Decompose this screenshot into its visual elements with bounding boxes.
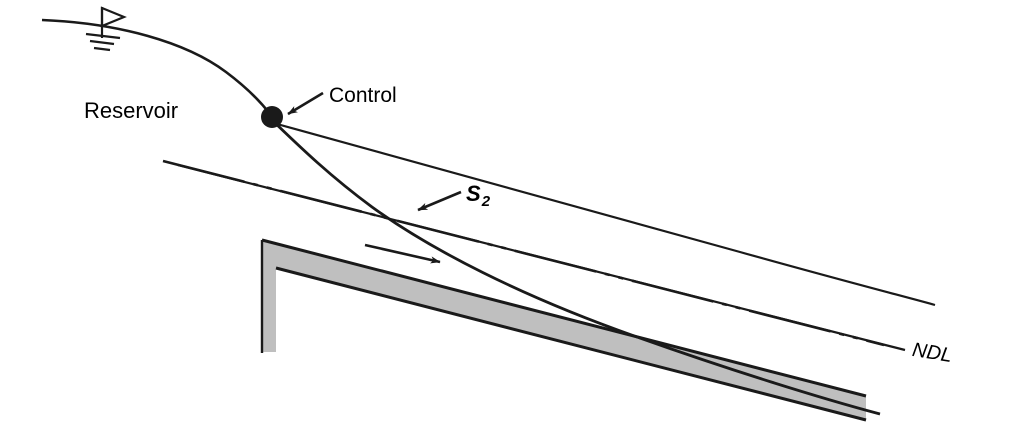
control-point-dot-icon: [261, 106, 283, 128]
channel-bed-fill: [262, 240, 866, 420]
energy-grade-line: [276, 122, 936, 307]
channel-bed-bottom-edge: [275, 266, 867, 422]
water-surface-bar-2: [89, 39, 115, 46]
s2-profile-label: S2: [466, 181, 490, 210]
flow-direction-arrow-icon: [364, 243, 441, 264]
water-surface-level-icon: [85, 6, 127, 52]
water-surface-bar-1: [85, 32, 121, 40]
channel-prism: [260, 238, 867, 422]
reservoir-water-surface-curve: [41, 18, 272, 115]
control-leader-arrow-icon: [287, 91, 324, 116]
water-surface-triangle: [100, 6, 127, 28]
s2-profile-curve: [272, 119, 881, 416]
control-label: Control: [329, 84, 397, 107]
reservoir-label: Reservoir: [84, 98, 179, 123]
channel-bed-top-edge: [261, 238, 867, 398]
water-surface-bar-3: [93, 46, 111, 52]
s2-leader-arrow-icon: [417, 190, 462, 212]
s2-subscript: 2: [481, 193, 491, 210]
normal-depth-line: [177, 163, 906, 352]
s2-symbol: S: [466, 181, 481, 206]
